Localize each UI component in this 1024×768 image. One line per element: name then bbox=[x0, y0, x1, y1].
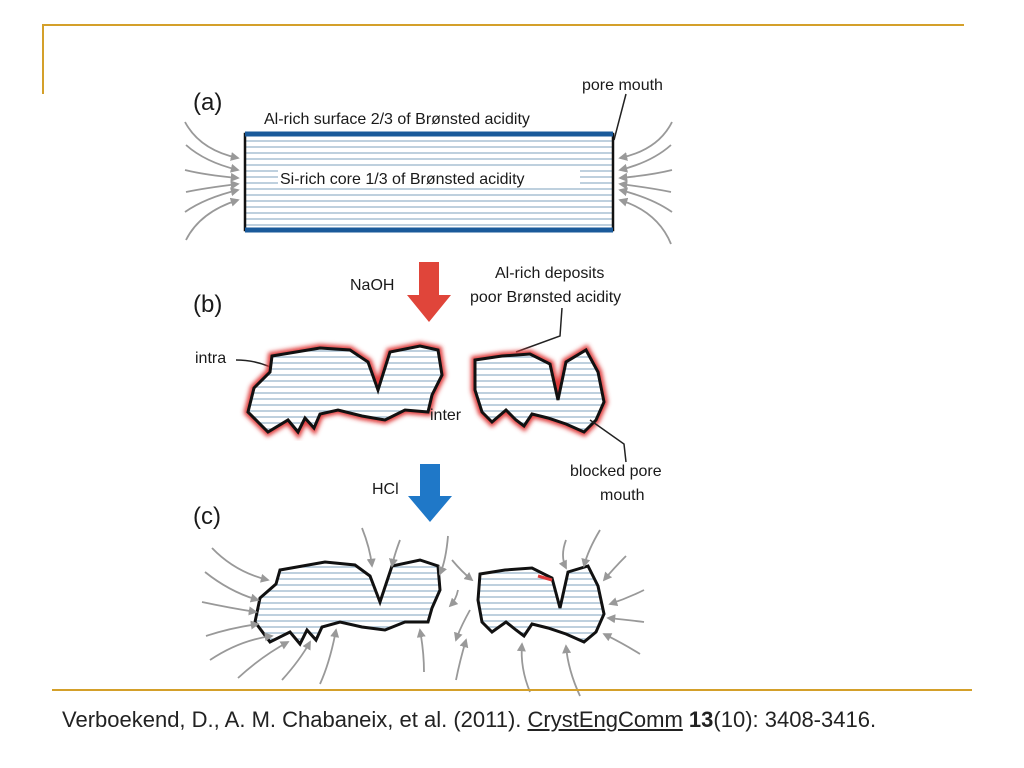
deposits-label-line1: Al-rich deposits bbox=[495, 265, 604, 282]
pore-mouth-label: pore mouth bbox=[582, 77, 663, 94]
inter-label: inter bbox=[430, 407, 462, 424]
pore-mouth-pointer bbox=[613, 93, 627, 141]
residual-deposit-c bbox=[537, 574, 553, 582]
diffusion-arrows-a-right bbox=[618, 121, 673, 245]
deposits-label-line2: poor Brønsted acidity bbox=[470, 289, 621, 306]
diffusion-arrows-a-left bbox=[184, 121, 240, 241]
blocked-pore-line2: mouth bbox=[600, 487, 644, 504]
si-rich-core-label: Si-rich core 1/3 of Brønsted acidity bbox=[280, 171, 525, 188]
naoh-label: NaOH bbox=[350, 277, 394, 294]
left-rule bbox=[42, 24, 44, 94]
blocked-pore-line1: blocked pore bbox=[570, 463, 662, 480]
blocked-pore-pointer bbox=[589, 419, 627, 463]
citation-volume: 13 bbox=[688, 707, 714, 732]
citation-authors: Verboekend, D., A. M. Chabaneix, et al. … bbox=[62, 707, 528, 732]
panel-a-tag: (a) bbox=[193, 89, 222, 116]
panel-c-tag: (c) bbox=[193, 503, 221, 530]
citation: Verboekend, D., A. M. Chabaneix, et al. … bbox=[62, 707, 1022, 733]
naoh-arrow bbox=[407, 262, 451, 322]
diffusion-arrows-c bbox=[201, 527, 645, 697]
top-rule bbox=[42, 24, 964, 26]
citation-pages: (10): 3408-3416. bbox=[713, 707, 877, 732]
deposits-pointer bbox=[515, 307, 563, 353]
al-rich-surface-label: Al-rich surface 2/3 of Brønsted acidity bbox=[264, 111, 530, 128]
particle-c-left bbox=[253, 558, 442, 647]
particle-b-left bbox=[246, 344, 444, 435]
hcl-arrow bbox=[408, 464, 452, 522]
hcl-label: HCl bbox=[372, 481, 399, 498]
panel-b-tag: (b) bbox=[193, 291, 222, 318]
particle-c-right bbox=[476, 564, 606, 644]
citation-journal-link[interactable]: CrystEngComm bbox=[527, 707, 683, 732]
intra-label: intra bbox=[195, 350, 226, 367]
particle-b-right bbox=[473, 347, 606, 434]
bottom-rule bbox=[52, 689, 972, 691]
